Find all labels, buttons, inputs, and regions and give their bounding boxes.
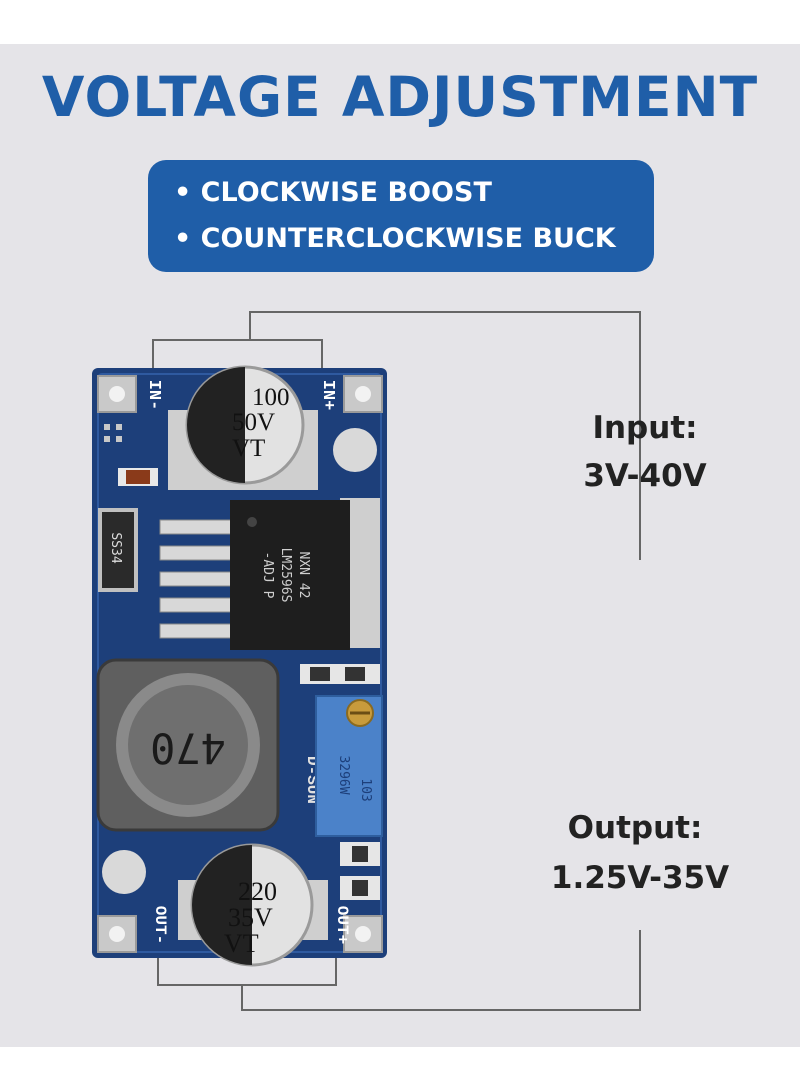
chip-line1: NXN 42: [296, 552, 311, 599]
chip-line3: -ADJ P: [260, 552, 275, 599]
note-counterclockwise-buck: • COUNTERCLOCKWISE BUCK: [174, 223, 616, 254]
input-label: Input:: [592, 410, 698, 446]
note-clockwise-boost: • CLOCKWISE BOOST: [174, 177, 492, 208]
input-connector-lines: [152, 311, 641, 560]
input-cap-line2: 50V: [232, 409, 275, 436]
output-label: Output:: [567, 810, 703, 846]
diode-ss34: [98, 508, 138, 592]
pot-line2: 3296W: [336, 755, 351, 794]
chip-line2: LM2596S: [278, 548, 293, 603]
input-cap-line3: VT: [232, 435, 265, 462]
pin-label-in-plus: IN+: [318, 380, 337, 411]
output-cap-line3: VT: [224, 929, 259, 958]
pot-line1: 103: [358, 778, 373, 801]
output-connector-lines: [157, 930, 641, 1011]
page-title: VOLTAGE ADJUSTMENT: [41, 65, 759, 129]
regulator-leads: [159, 519, 233, 639]
output-cap-line2: 35V: [228, 903, 273, 932]
adjustment-note-box: • CLOCKWISE BOOST • COUNTERCLOCKWISE BUC…: [148, 160, 654, 272]
mounting-hole: [102, 850, 146, 894]
pin-label-in-minus: IN-: [144, 380, 163, 411]
diode-label: SS34: [108, 532, 123, 563]
output-cap-line1: 220: [238, 877, 277, 906]
inductor-label: 470: [150, 724, 226, 773]
pin-label-out-minus: OUT-: [151, 906, 169, 944]
mounting-hole: [333, 428, 377, 472]
input-cap-line1: 100: [252, 384, 290, 411]
input-range: 3V-40V: [583, 458, 707, 494]
pin-label-out-plus: OUT+: [333, 906, 351, 944]
output-range: 1.25V-35V: [550, 860, 730, 896]
